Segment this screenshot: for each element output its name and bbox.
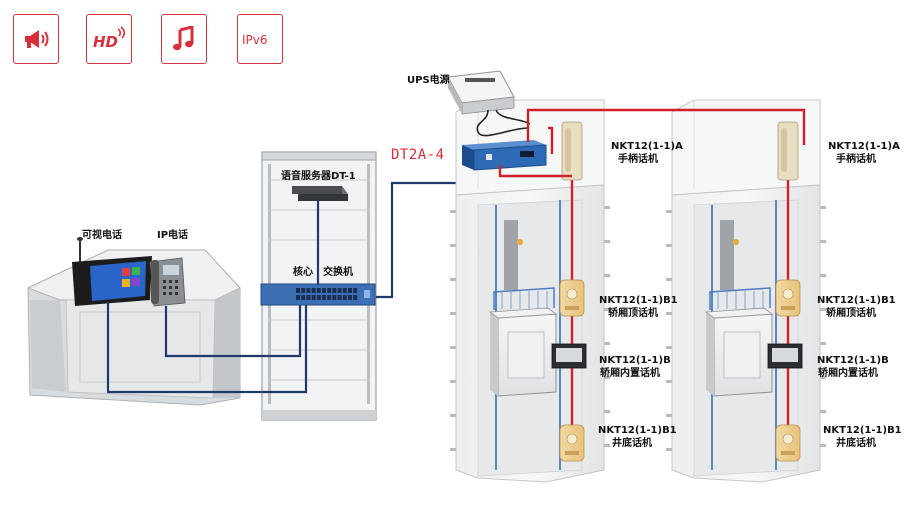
- elev1-pit-code: NKT12(1-1)B1: [598, 425, 677, 436]
- ip-phone-label: IP电话: [157, 230, 189, 241]
- car-top-phone-1: [559, 279, 585, 317]
- elevator-shaft-2: [666, 99, 826, 483]
- core-label: 核心: [293, 267, 313, 278]
- badge-audio: [13, 14, 59, 64]
- elev1-pit-name: 井底话机: [612, 438, 652, 449]
- music-note-icon: [173, 26, 194, 51]
- ups-label: UPS电源: [407, 75, 450, 86]
- ip-phone-device: [149, 257, 186, 307]
- elev1-car-name: 轿厢内置话机: [600, 368, 660, 379]
- badge-music: [161, 14, 207, 64]
- elevator-shaft-1: [450, 99, 610, 483]
- badge-hd: HD: [86, 14, 132, 64]
- ups-device: [447, 70, 515, 115]
- car-phone-2: [767, 343, 803, 369]
- elev2-top-name: 轿厢顶话机: [826, 308, 876, 319]
- elev2-handset-code: NKT12(1-1)A: [828, 141, 900, 152]
- elev1-top-code: NKT12(1-1)B1: [599, 295, 678, 306]
- elev1-handset-name: 手柄话机: [618, 154, 658, 165]
- pit-phone-1: [559, 424, 585, 462]
- elev2-car-name: 轿厢内置话机: [818, 368, 878, 379]
- reception-desk: [26, 249, 241, 406]
- badge-ipv6: IPv6: [237, 14, 283, 64]
- hd-icon: HD: [93, 33, 118, 51]
- handset-phone-2: [777, 121, 799, 181]
- ipv6-icon: IPv6: [242, 33, 268, 47]
- dt2a-label: DT2A-4: [391, 147, 445, 163]
- pit-phone-2: [775, 424, 801, 462]
- elev2-handset-name: 手柄话机: [836, 154, 876, 165]
- car-top-phone-2: [775, 279, 801, 317]
- elev2-pit-name: 井底话机: [836, 438, 876, 449]
- video-phone-device: [72, 237, 152, 306]
- handset-phone-1: [561, 121, 583, 181]
- elev1-car-code: NKT12(1-1)B: [599, 355, 671, 366]
- elev1-handset-code: NKT12(1-1)A: [611, 141, 683, 152]
- megaphone-icon: [25, 30, 49, 48]
- car-phone-1: [551, 343, 587, 369]
- elev1-top-name: 轿厢顶话机: [608, 308, 658, 319]
- elevator-cables: [498, 108, 806, 178]
- voice-server-label: 语音服务器DT-1: [281, 171, 356, 182]
- voice-server-device: [292, 186, 348, 201]
- elev2-car-code: NKT12(1-1)B: [817, 355, 889, 366]
- video-phone-label: 可视电话: [82, 230, 122, 241]
- elev2-top-code: NKT12(1-1)B1: [817, 295, 896, 306]
- switch-label: 交换机: [323, 267, 353, 278]
- core-switch-device: [260, 283, 376, 306]
- dt2a-gateway-device: [462, 140, 547, 171]
- elev2-pit-code: NKT12(1-1)B1: [823, 425, 902, 436]
